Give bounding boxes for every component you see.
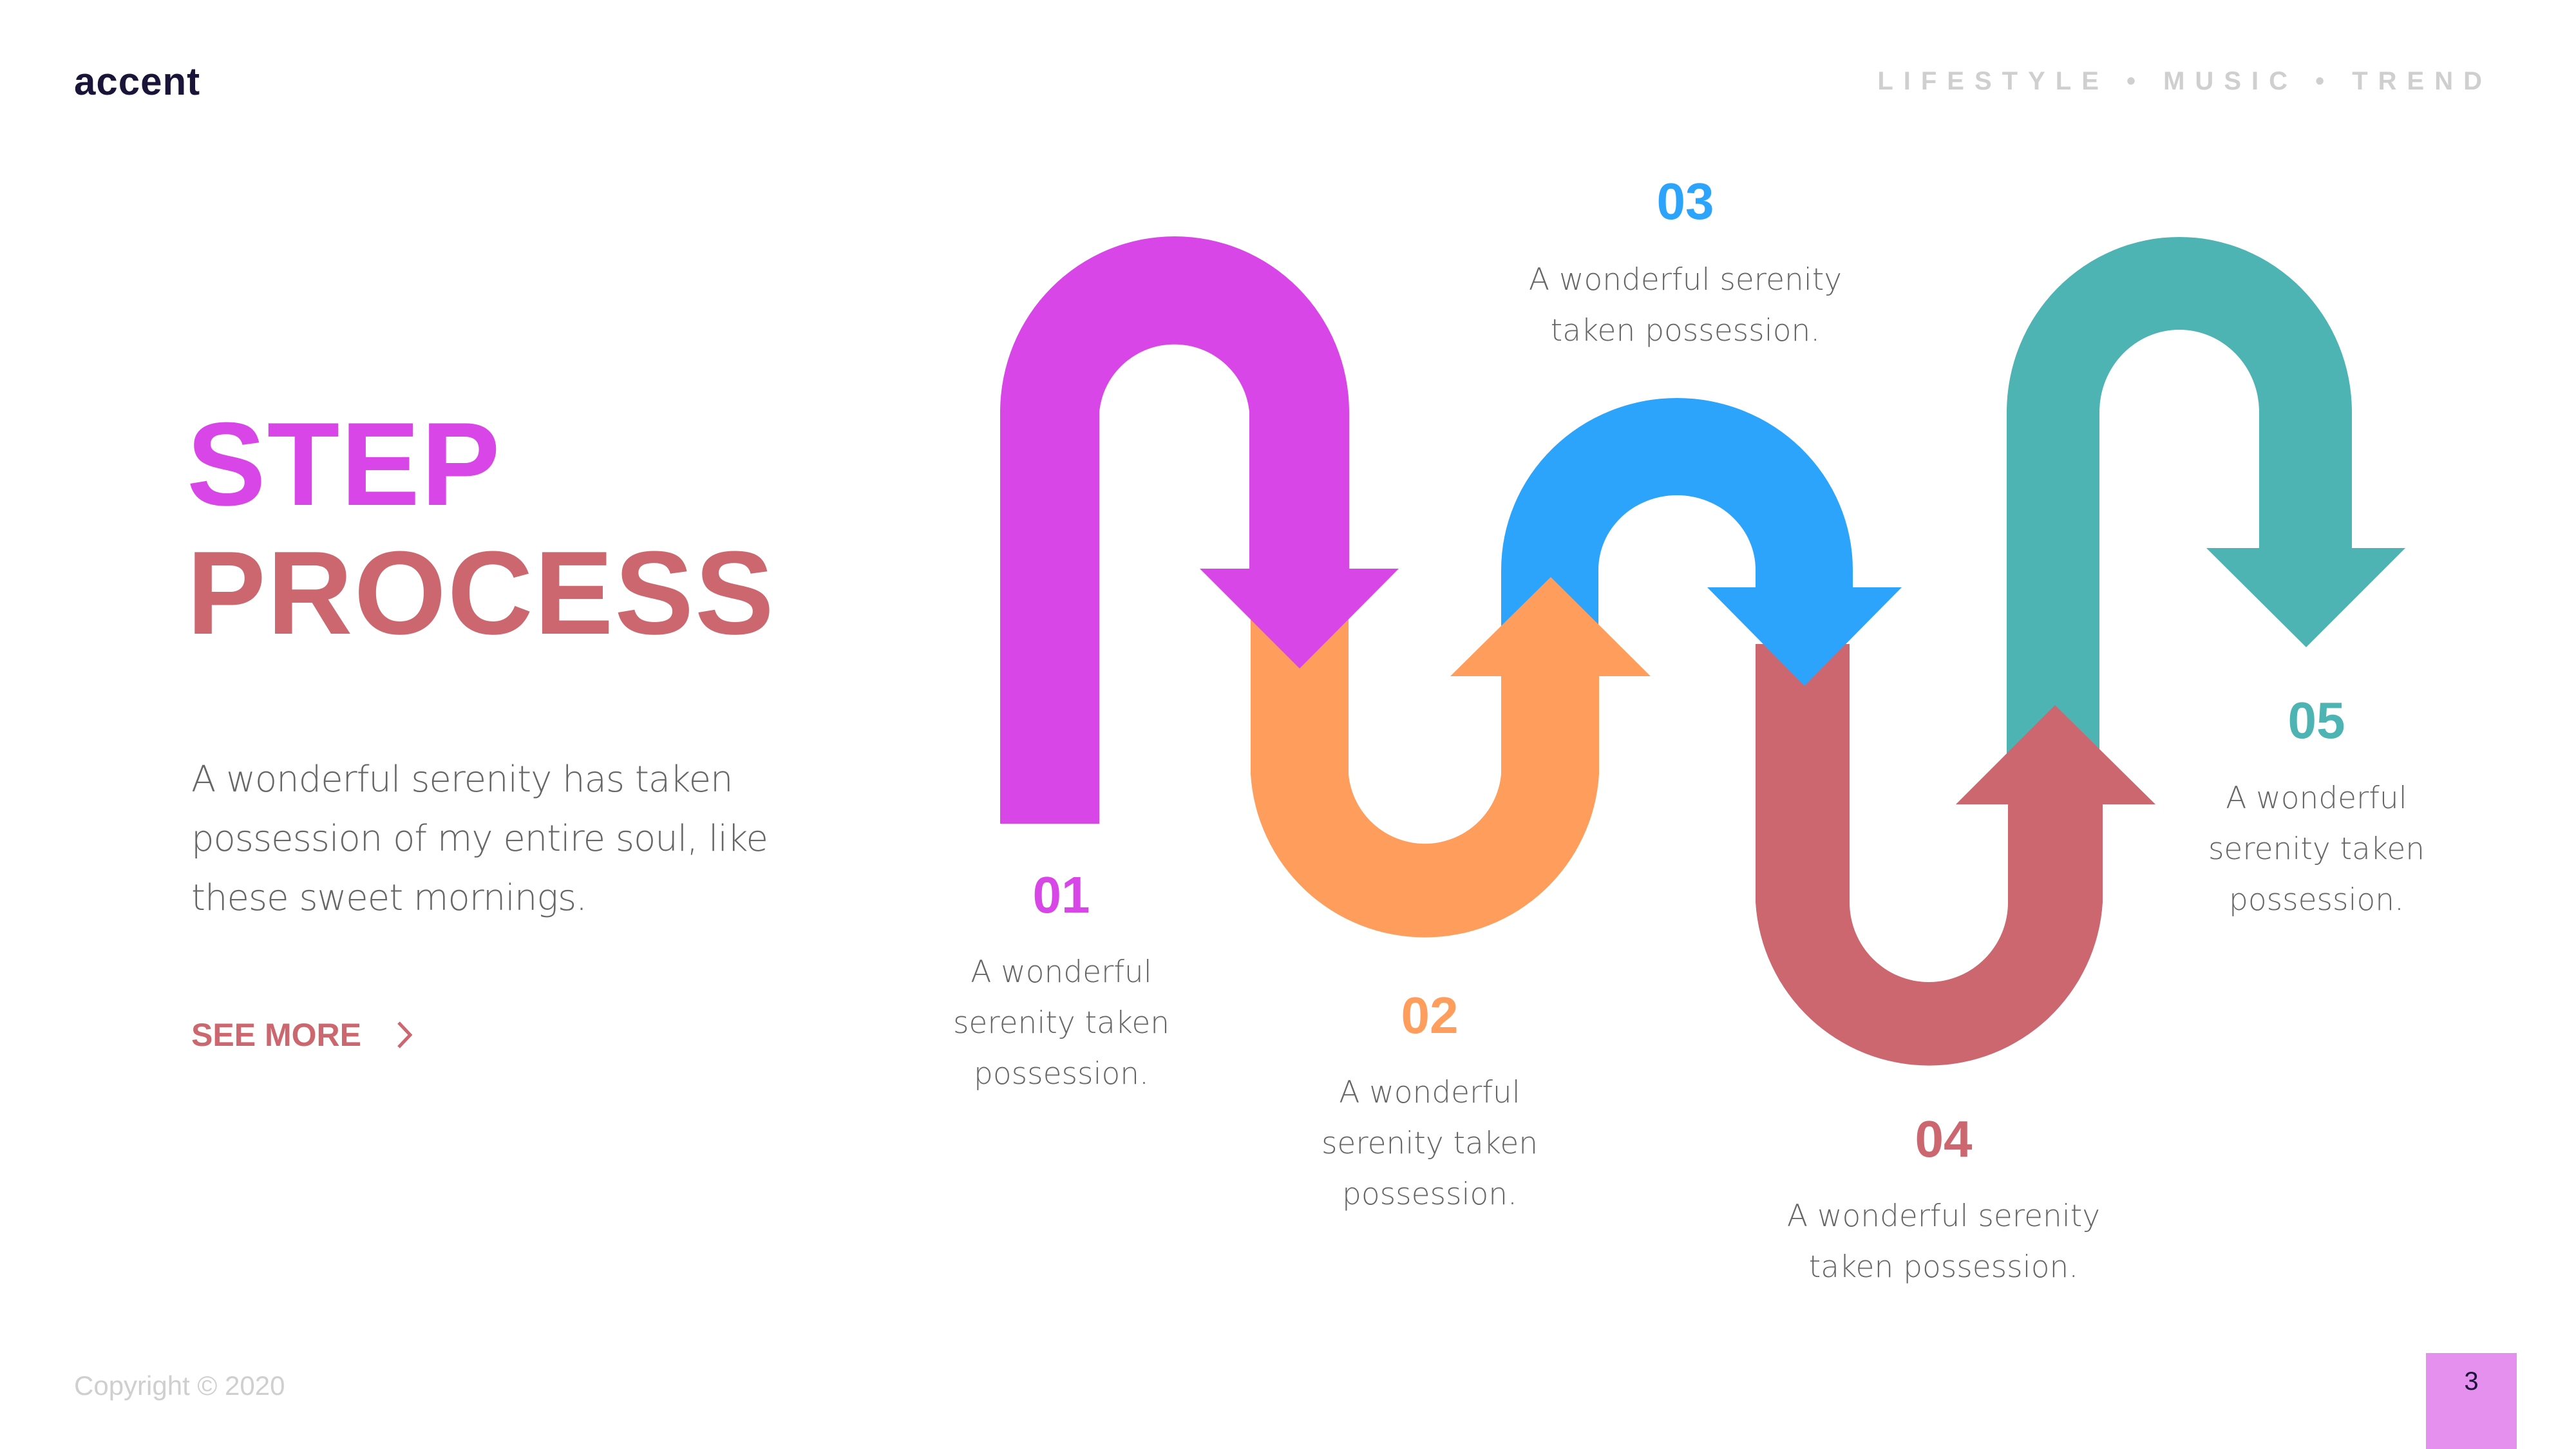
arrow-step-02 [1251, 577, 1651, 938]
see-more-label: SEE MORE [191, 1017, 361, 1053]
page-title-line-1: STEP [187, 397, 502, 530]
step-number-01: 01 [1032, 866, 1090, 923]
step-description-01: A wonderful serenity taken possession. [952, 954, 1170, 1092]
copyright-text: Copyright © 2020 [74, 1370, 285, 1401]
step-description-02: A wonderful serenity taken possession. [1321, 1075, 1539, 1212]
page-number: 3 [2464, 1367, 2479, 1396]
arrow-step-01 [1000, 236, 1399, 824]
step-number-03: 03 [1656, 173, 1714, 230]
arrow-step-03 [1501, 398, 1902, 686]
see-more-button[interactable]: SEE MORE [191, 1016, 414, 1054]
step-number-05: 05 [2287, 692, 2345, 749]
step-description-04: A wonderful serenity taken possession. [1786, 1198, 2101, 1285]
brand-logo: accent [74, 60, 201, 103]
step-number-02: 02 [1401, 987, 1459, 1044]
step-number-04: 04 [1915, 1110, 1973, 1168]
header-tagline: LIFESTYLE • MUSIC • TREND [1877, 67, 2492, 95]
page-number-badge: 3 [2426, 1353, 2517, 1449]
page-title-line-2: PROCESS [187, 526, 775, 659]
chevron-right-icon [397, 1021, 413, 1048]
hero-description: A wonderful serenity has taken possessio… [191, 759, 768, 919]
arrow-step-04 [1756, 644, 2155, 1066]
arrow-step-05 [2007, 237, 2405, 766]
step-description-03: A wonderful serenity taken possession. [1528, 262, 1842, 348]
step-description-05: A wonderful serenity taken possession. [2208, 781, 2425, 918]
